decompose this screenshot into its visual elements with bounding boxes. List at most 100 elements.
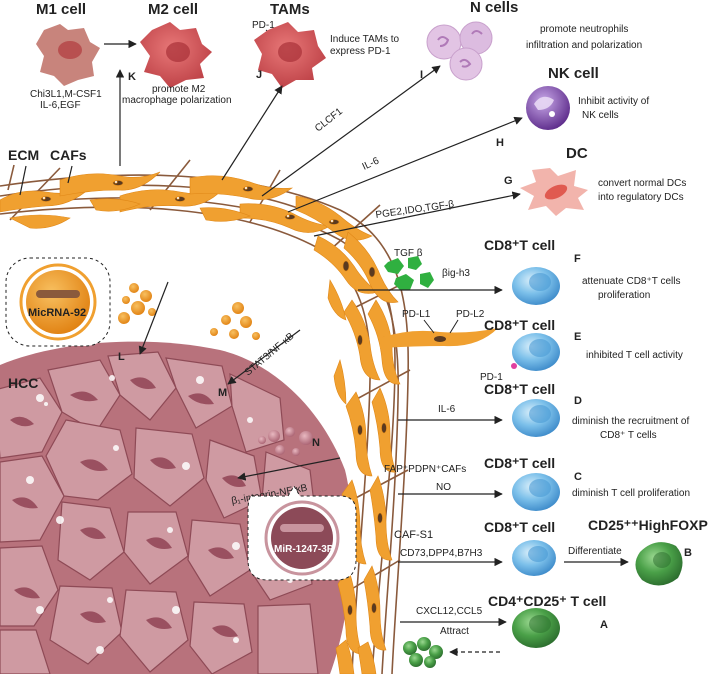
m1-factors-line2: IL-6,EGF: [40, 100, 81, 111]
cd8-c-title: CD8⁺T cell: [484, 455, 555, 471]
f-desc-line2: proliferation: [598, 290, 650, 301]
mir1247-vesicles: [258, 427, 313, 456]
tgfb-label: TGF β: [394, 248, 423, 259]
fap-label: FAP⁺PDPN⁺CAFs: [384, 464, 466, 475]
tam-cell: [254, 22, 326, 88]
dc-cell: [520, 168, 588, 216]
cafs-pointer: [67, 165, 73, 184]
letter-j: J: [256, 69, 262, 81]
letter-a: A: [600, 619, 608, 631]
ecm-pointer: [19, 165, 27, 196]
cd8-d-title: CD8⁺T cell: [484, 381, 555, 397]
e-desc: inhibited T cell activity: [586, 350, 683, 361]
letter-d: D: [574, 395, 582, 407]
hcc-label: HCC: [8, 375, 38, 391]
m1-title: M1 cell: [36, 1, 86, 18]
clcf1-label: CLCF1: [313, 106, 345, 134]
stat3-label: STAT3/NF-κB: [243, 331, 297, 379]
letter-h: H: [496, 137, 504, 149]
f-desc-line1: attenuate CD8⁺T cells: [582, 276, 680, 287]
m2-desc-line1: promote M2: [152, 84, 206, 95]
pd1-t-label: PD-1: [480, 372, 503, 383]
m2-desc-line2: macrophage polarization: [122, 95, 232, 106]
m2-cell: [140, 22, 212, 88]
nk-cell: [526, 86, 570, 130]
cafs-label: CAFs: [50, 147, 87, 163]
attract-label: Attract: [440, 626, 469, 637]
tam-pd1-label: PD-1: [252, 20, 275, 31]
ecm-label: ECM: [8, 147, 39, 163]
cd8-cell-e: [511, 333, 560, 371]
m1-cell: [36, 24, 100, 86]
dc-desc-line1: convert normal DCs: [598, 178, 686, 189]
cd8-cell-b: [512, 540, 556, 576]
m2-title: M2 cell: [148, 1, 198, 18]
cxcl12-label: CXCL12,CCL5: [416, 606, 483, 617]
mir1247-bubble: [247, 485, 357, 581]
n-desc-line1: promote neutrophils: [540, 24, 628, 35]
cd8-cell-d: [512, 399, 560, 437]
d-desc-line2: CD8⁺ T cells: [600, 430, 657, 441]
micrna92-vesicles: [118, 283, 156, 324]
tam-desc-line1: Induce TAMs to: [330, 34, 400, 45]
arrow-i: [261, 65, 441, 197]
il6-d-label: IL-6: [438, 404, 456, 415]
dc-title: DC: [566, 145, 588, 162]
letter-e: E: [574, 331, 581, 343]
tgfb-molecules: [384, 256, 434, 290]
pdl2-label: PD-L2: [456, 309, 485, 320]
d-desc-line1: diminish the recruitment of: [572, 416, 689, 427]
cd8-f-title: CD8⁺T cell: [484, 237, 555, 253]
micrna92-label: MicRNA-92: [28, 307, 86, 319]
arrow-l: [138, 281, 169, 355]
caf-e-cell: [380, 328, 498, 348]
nk-title: NK cell: [548, 65, 599, 82]
letter-l: L: [118, 351, 125, 363]
cd8-b-title: CD8⁺T cell: [484, 519, 555, 535]
cd8-cell-c: [512, 473, 560, 511]
pdl1-label: PD-L1: [402, 309, 431, 320]
cd4-title: CD4⁺CD25⁺ T cell: [488, 593, 606, 609]
nk-desc-line2: NK cells: [582, 110, 619, 121]
m1-factors-line1: Chi3L1,M-CSF1: [30, 89, 102, 100]
differentiate-label: Differentiate: [568, 546, 622, 557]
letter-n: N: [312, 437, 320, 449]
letter-c: C: [574, 471, 582, 483]
n-desc-line2: infiltration and polarization: [526, 40, 642, 51]
treg-title: CD25⁺⁺HighFOXP3High: [588, 517, 708, 533]
cd8-cell-f: [512, 267, 560, 305]
letter-k: K: [128, 71, 136, 83]
arrow-j: [221, 85, 283, 181]
tam-desc-line2: express PD-1: [330, 46, 391, 57]
cd4-cell: [512, 608, 560, 648]
n-cells: [426, 21, 493, 81]
bigh3-label: βig-h3: [442, 268, 470, 279]
no-label: NO: [436, 482, 451, 493]
pdl1-pointer: [423, 319, 435, 334]
dc-desc-line2: into regulatory DCs: [598, 192, 684, 203]
cd8-e-title: CD8⁺T cell: [484, 317, 555, 333]
micrna92-bubble: [5, 257, 111, 347]
pdl2-pointer: [449, 319, 459, 334]
letter-f: F: [574, 253, 581, 265]
treg-cell: [635, 542, 683, 586]
letter-i: I: [420, 69, 423, 81]
arrow-m: [227, 329, 301, 385]
mir1247-label: MiR-1247-3P: [274, 544, 334, 555]
cd73-label: CD73,DPP4,B7H3: [400, 548, 483, 559]
letter-m: M: [218, 387, 227, 399]
n-cells-title: N cells: [470, 0, 518, 16]
il6-nk-label: IL-6: [361, 155, 382, 172]
c-desc: diminish T cell proliferation: [572, 488, 690, 499]
stat3-vesicles: [210, 302, 260, 340]
letter-b: B: [684, 547, 692, 559]
arrow-g: [313, 191, 521, 237]
attracted-treg-cluster: [403, 637, 443, 668]
arrow-n: [237, 457, 341, 481]
arrow-h: [287, 116, 523, 213]
cafs1-label: CAF-S1: [394, 529, 433, 541]
letter-g: G: [504, 175, 513, 187]
tams-title: TAMs: [270, 1, 310, 18]
nk-desc-line1: Inhibit activity of: [578, 96, 649, 107]
